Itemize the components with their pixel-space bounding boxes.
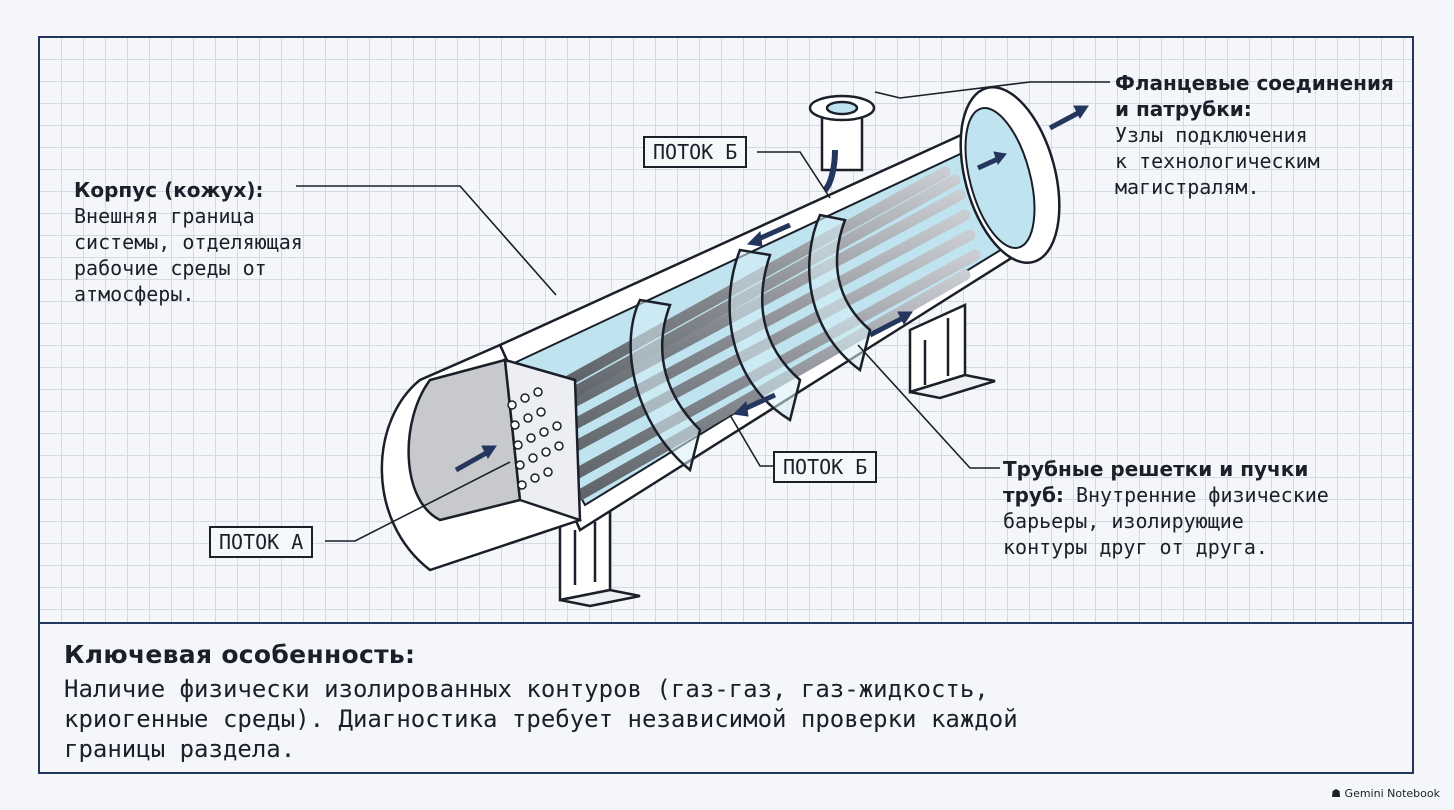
brand-name: Gemini Notebook <box>1344 787 1440 800</box>
shell-label-line: Внешняя граница <box>74 204 255 228</box>
shell-label-line: рабочие среды от <box>74 256 267 280</box>
flanges-label-head: Фланцевые соединения <box>1115 71 1394 95</box>
support-left <box>558 498 641 608</box>
shell-label-line: системы, отделяющая <box>74 230 303 254</box>
flow-b-top-label: ПОТОК Б <box>643 136 748 168</box>
flow-a-label: ПОТОК А <box>209 526 314 558</box>
shell-label: Корпус (кожух): Внешняя граница системы,… <box>74 177 303 307</box>
tubes-label-line: контуры друг от друга. <box>1003 535 1268 559</box>
tubes-label-head: Трубные решетки и пучки <box>1003 457 1309 481</box>
tubes-label-line: барьеры, изолирующие <box>1003 509 1244 533</box>
key-feature-line: Наличие физически изолированных контуров… <box>64 675 989 703</box>
key-feature-line: границы раздела. <box>64 735 296 763</box>
shell-label-head: Корпус (кожух): <box>74 178 264 202</box>
key-feature-text: Наличие физически изолированных контуров… <box>64 674 1384 764</box>
inlet-nozzle <box>808 94 876 193</box>
tubesheet-holes <box>507 387 564 490</box>
flow-arrows <box>454 105 1089 473</box>
key-feature-line: криогенные среды). Диагностика требует н… <box>64 705 1018 733</box>
tubes-label: Трубные решетки и пучки труб: Внутренние… <box>1003 456 1329 560</box>
tubes-label-head: труб: <box>1003 483 1064 507</box>
leader-lines <box>296 81 1110 542</box>
key-feature-box: Ключевая особенность: Наличие физически … <box>38 622 1414 774</box>
shell-label-line: атмосферы. <box>74 282 195 306</box>
flanges-label-line: Узлы подключения <box>1115 123 1308 147</box>
baffles <box>629 213 872 473</box>
brand-icon: ☗ <box>1331 787 1342 800</box>
flow-b-mid-label: ПОТОК Б <box>773 451 878 483</box>
tubes-label-line: Внутренние физические <box>1075 483 1329 507</box>
key-feature-title: Ключевая особенность: <box>64 640 416 669</box>
flanges-label-line: к технологическим <box>1115 149 1320 173</box>
support-right <box>908 303 996 400</box>
flanges-label-line: магистралям. <box>1115 175 1260 199</box>
brand-watermark: ☗ Gemini Notebook <box>1331 787 1440 800</box>
flanges-label: Фланцевые соединения и патрубки: Узлы по… <box>1115 70 1394 200</box>
flanges-label-head: и патрубки: <box>1115 97 1252 121</box>
